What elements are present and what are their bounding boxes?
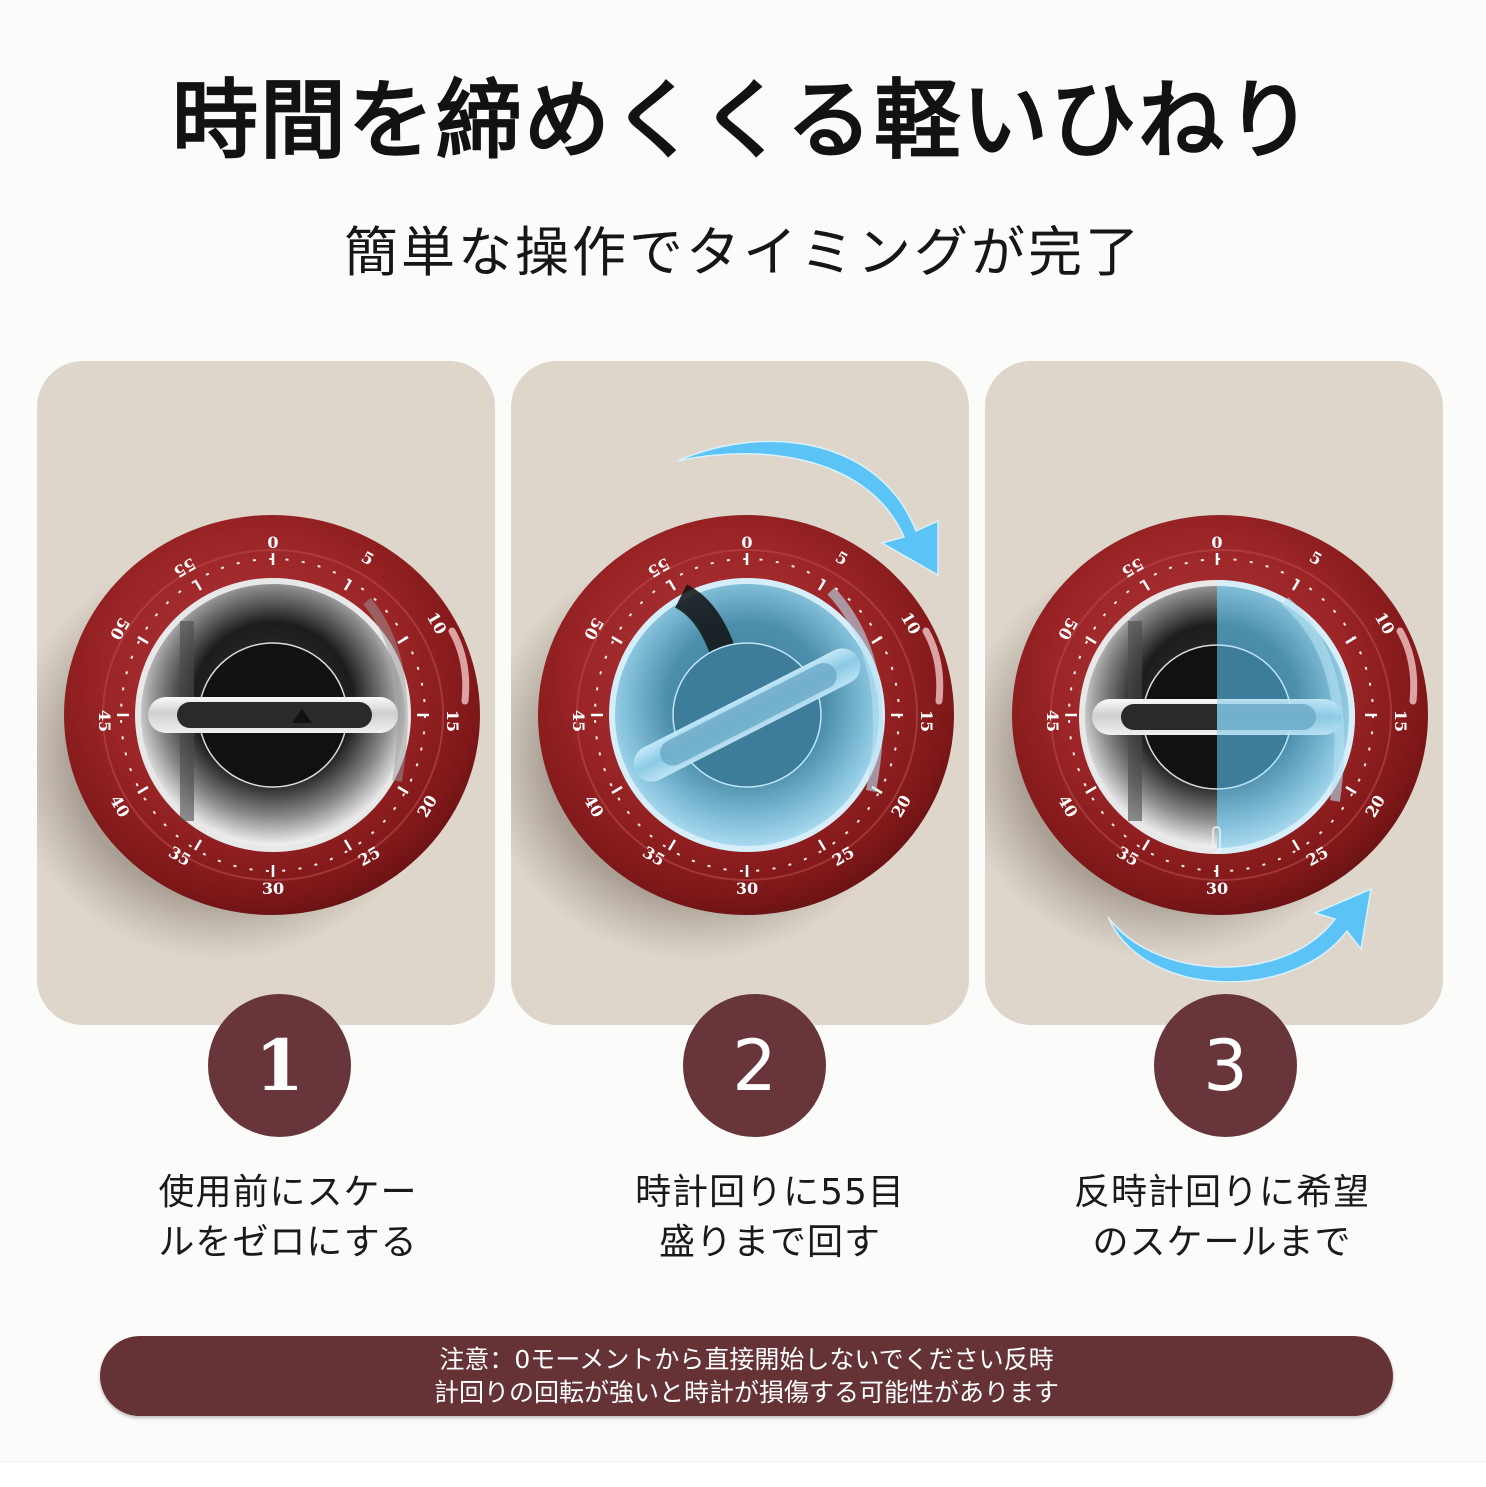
step-2-badge: 2: [683, 994, 826, 1137]
svg-text:30: 30: [1206, 879, 1228, 898]
svg-text:45: 45: [95, 710, 114, 732]
caution-notice-banner: 注意：0モーメントから直接開始しないでください反時 計回りの回転が強いと時計が損…: [100, 1336, 1393, 1416]
step-3-line-1: 反時計回りに希望: [1073, 1172, 1370, 1213]
step-1-image-card: 0 5 10 15 20 25 30 35 40 45 50 55: [37, 361, 495, 1025]
svg-text:30: 30: [736, 879, 758, 898]
svg-text:0: 0: [1211, 533, 1222, 552]
svg-text:15: 15: [1391, 710, 1410, 732]
svg-text:15: 15: [443, 710, 462, 732]
step-1-line-1: 使用前にスケー: [158, 1172, 418, 1213]
timer-illustration: 0 5 10 15 20 25 30 35 40 45 50 55: [985, 515, 1428, 983]
step-1-line-2: ルをゼロにする: [158, 1222, 418, 1263]
step-2-line-2: 盛りまで回す: [658, 1222, 881, 1263]
counterclockwise-arrow-icon: [1107, 887, 1372, 983]
svg-text:0: 0: [741, 533, 752, 552]
svg-text:45: 45: [569, 710, 588, 732]
step-2-image-card: 0 5 10 15 20 25 30 35 40 45 50 55: [511, 361, 969, 1025]
timer-illustration: 0 5 10 15 20 25 30 35 40 45 50 55: [511, 440, 954, 961]
bottom-strip: [0, 1461, 1486, 1487]
step-3-image-card: 0 5 10 15 20 25 30 35 40 45 50 55: [985, 361, 1443, 1025]
svg-text:15: 15: [917, 710, 936, 732]
step-1-badge: 1: [208, 994, 351, 1137]
knob-handle-rotated: [633, 648, 861, 782]
step-1-description: 使用前にスケー ルをゼロにする: [78, 1168, 498, 1268]
step-3-description: 反時計回りに希望 のスケールまで: [1012, 1168, 1432, 1268]
svg-text:0: 0: [267, 533, 278, 552]
page-title: 時間を締めくくる軽いひねり: [171, 71, 1315, 171]
clockwise-arrow-icon: [676, 440, 939, 577]
timer-illustration: 0 5 10 15 20 25 30 35 40 45 50 55: [37, 515, 480, 961]
caution-notice-line-2: 計回りの回転が強いと時計が損傷する可能性があります: [433, 1378, 1059, 1407]
step-3-badge: 3: [1154, 994, 1297, 1137]
svg-text:45: 45: [1043, 710, 1062, 732]
step-2-line-1: 時計回りに55目: [635, 1172, 905, 1213]
step-2-description: 時計回りに55目 盛りまで回す: [560, 1168, 980, 1268]
svg-text:30: 30: [262, 879, 284, 898]
caution-notice-line-1: 注意：0モーメントから直接開始しないでください反時: [439, 1345, 1054, 1374]
blue-half-overlay: [1217, 580, 1355, 854]
step-3-line-2: のスケールまで: [1092, 1222, 1352, 1263]
page-subtitle: 簡単な操作でタイミングが完了: [344, 221, 1142, 284]
